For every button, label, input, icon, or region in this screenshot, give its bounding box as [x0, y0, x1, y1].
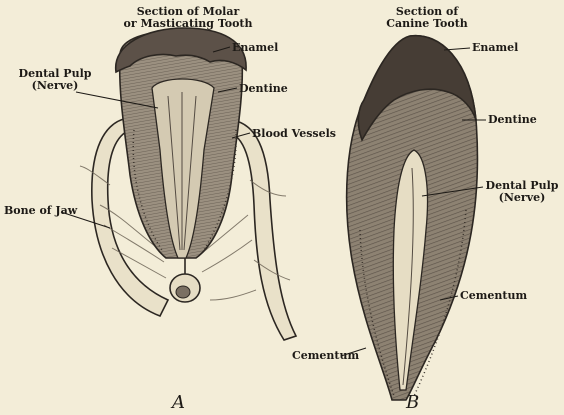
molar-title-line2: or Masticating Tooth [108, 18, 268, 30]
bone-of-jaw-label: Bone of Jaw [4, 205, 77, 217]
molar-dentine-label: Dentine [239, 83, 288, 95]
canine-pulp-label: Dental Pulp (Nerve) [482, 180, 562, 204]
molar-enamel-label: Enamel [232, 42, 278, 54]
canine-title-line2: Canine Tooth [372, 18, 482, 30]
jaw-bone-right [228, 120, 296, 340]
molar-section-title: Section of Molar or Masticating Tooth [108, 6, 268, 30]
canine-pulp-line2: (Nerve) [482, 192, 562, 204]
molar-pulp-line2: (Nerve) [10, 80, 100, 92]
molar-pulp-label: Dental Pulp (Nerve) [10, 68, 100, 92]
canine-figure [341, 36, 486, 400]
canine-dentine-label: Dentine [488, 114, 537, 126]
figure-letter-b: B [406, 394, 419, 412]
canine-section-title: Section of Canine Tooth [372, 6, 482, 30]
canine-cementum-label: Cementum [460, 290, 527, 302]
blood-vessels-label: Blood Vessels [252, 128, 336, 140]
molar-cementum-label: Cementum [292, 350, 359, 362]
figure-letter-a: A [172, 394, 185, 412]
canine-enamel-label: Enamel [472, 42, 518, 54]
